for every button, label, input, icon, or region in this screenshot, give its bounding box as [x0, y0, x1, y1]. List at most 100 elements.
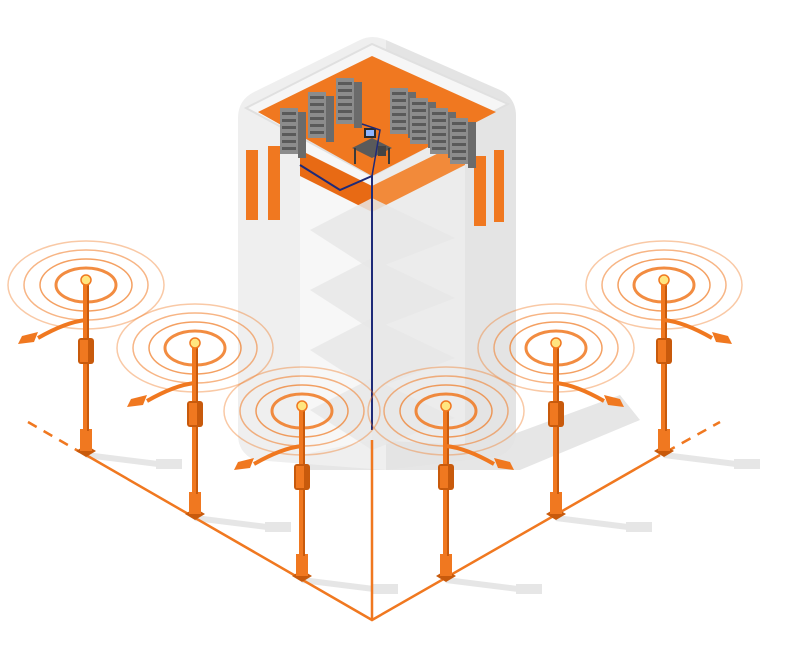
floor-slab — [310, 198, 455, 270]
lamp-bulb-icon — [296, 400, 308, 412]
streetlight-5 — [477, 303, 635, 520]
rack-slot — [432, 126, 446, 129]
rack-slot — [452, 150, 466, 153]
lamp-head — [234, 458, 254, 470]
rack-slot — [338, 82, 352, 85]
control-box-front — [189, 403, 197, 425]
lamp-head — [127, 395, 147, 407]
chair-icon — [378, 146, 386, 156]
rack-slot — [432, 140, 446, 143]
pole-foot — [658, 429, 670, 451]
rack-slot — [338, 89, 352, 92]
pole-foot — [296, 554, 308, 576]
floor-slab — [310, 318, 455, 390]
control-box-front — [658, 340, 666, 362]
shadow-head — [626, 522, 652, 532]
desk-leg — [388, 148, 390, 164]
rack-side — [354, 82, 362, 128]
floor-slabs — [310, 198, 455, 450]
rack-slot — [392, 99, 406, 102]
control-box-front — [440, 466, 448, 488]
lamp-bulb-icon — [189, 337, 201, 349]
wall-stripe — [268, 146, 280, 220]
network-lines — [27, 420, 721, 622]
shadow-pole — [555, 515, 637, 531]
lamp-head — [604, 395, 624, 407]
rack-slot — [282, 119, 296, 122]
rack-slot — [282, 126, 296, 129]
wall-stripe — [474, 156, 486, 226]
streetlight-shadow — [301, 577, 398, 594]
top-floor-right-edge — [372, 140, 465, 212]
data-center-building — [238, 37, 640, 470]
lamp-bulb-icon — [658, 274, 670, 286]
lamp-head — [18, 332, 38, 344]
rack-slot — [338, 117, 352, 120]
rack-side — [298, 112, 306, 158]
shadow-head — [372, 584, 398, 594]
rack-slot — [310, 117, 324, 120]
shadow-head — [516, 584, 542, 594]
rack-slot — [452, 129, 466, 132]
pole-foot — [440, 554, 452, 576]
lamp-arm — [445, 444, 495, 466]
streetlight-4 — [367, 366, 525, 582]
floor-slab — [310, 258, 455, 330]
streetlight-shadow — [555, 515, 652, 532]
workstation — [352, 128, 392, 164]
lamp-head — [494, 458, 514, 470]
lamp-head — [712, 332, 732, 344]
rack-slot — [412, 130, 426, 133]
control-box-front — [296, 466, 304, 488]
top-floor — [258, 56, 496, 176]
lamp-arm — [253, 444, 303, 466]
rack-slot — [392, 120, 406, 123]
network-cable — [299, 164, 373, 430]
rack-slot — [452, 143, 466, 146]
rack-slot — [392, 113, 406, 116]
shadow-head — [156, 459, 182, 469]
floor-slab — [310, 378, 455, 450]
control-box-front — [550, 403, 558, 425]
network-cable — [361, 123, 381, 177]
rack-slot — [412, 123, 426, 126]
rack-slot — [282, 133, 296, 136]
rack-slot — [392, 92, 406, 95]
ground-shadows — [85, 452, 760, 594]
shadow-head — [734, 459, 760, 469]
shadow-pole — [663, 452, 745, 468]
streetlight-shadow — [85, 452, 182, 469]
streetlights — [7, 240, 743, 582]
rack-slot — [392, 106, 406, 109]
shadow-pole — [445, 577, 527, 593]
rack-slot — [392, 127, 406, 130]
rack-slot — [282, 147, 296, 150]
rack-slot — [412, 109, 426, 112]
pole-foot — [550, 492, 562, 514]
shadow-pole — [301, 577, 383, 593]
streetlight-3 — [223, 366, 381, 582]
rack-slot — [432, 147, 446, 150]
server-racks — [280, 78, 476, 168]
rack-slot — [310, 110, 324, 113]
pole-foot — [80, 429, 92, 451]
wall-stripe — [494, 150, 504, 222]
network-line-dashed — [665, 420, 721, 454]
monitor-screen — [366, 130, 374, 136]
rack-side — [326, 96, 334, 142]
rack-side — [468, 122, 476, 168]
rack-slot — [282, 112, 296, 115]
lamp-bulb-icon — [550, 337, 562, 349]
control-box-front — [80, 340, 88, 362]
top-floor-left-edge — [300, 150, 372, 212]
lamp-bulb-icon — [80, 274, 92, 286]
server-rack — [450, 118, 476, 168]
streetlight-shadow — [663, 452, 760, 469]
streetlight-2 — [116, 303, 274, 520]
streetlight-1 — [7, 240, 165, 457]
rack-slot — [338, 103, 352, 106]
server-rack — [336, 78, 362, 128]
lamp-arm — [555, 381, 605, 403]
rack-slot — [432, 119, 446, 122]
